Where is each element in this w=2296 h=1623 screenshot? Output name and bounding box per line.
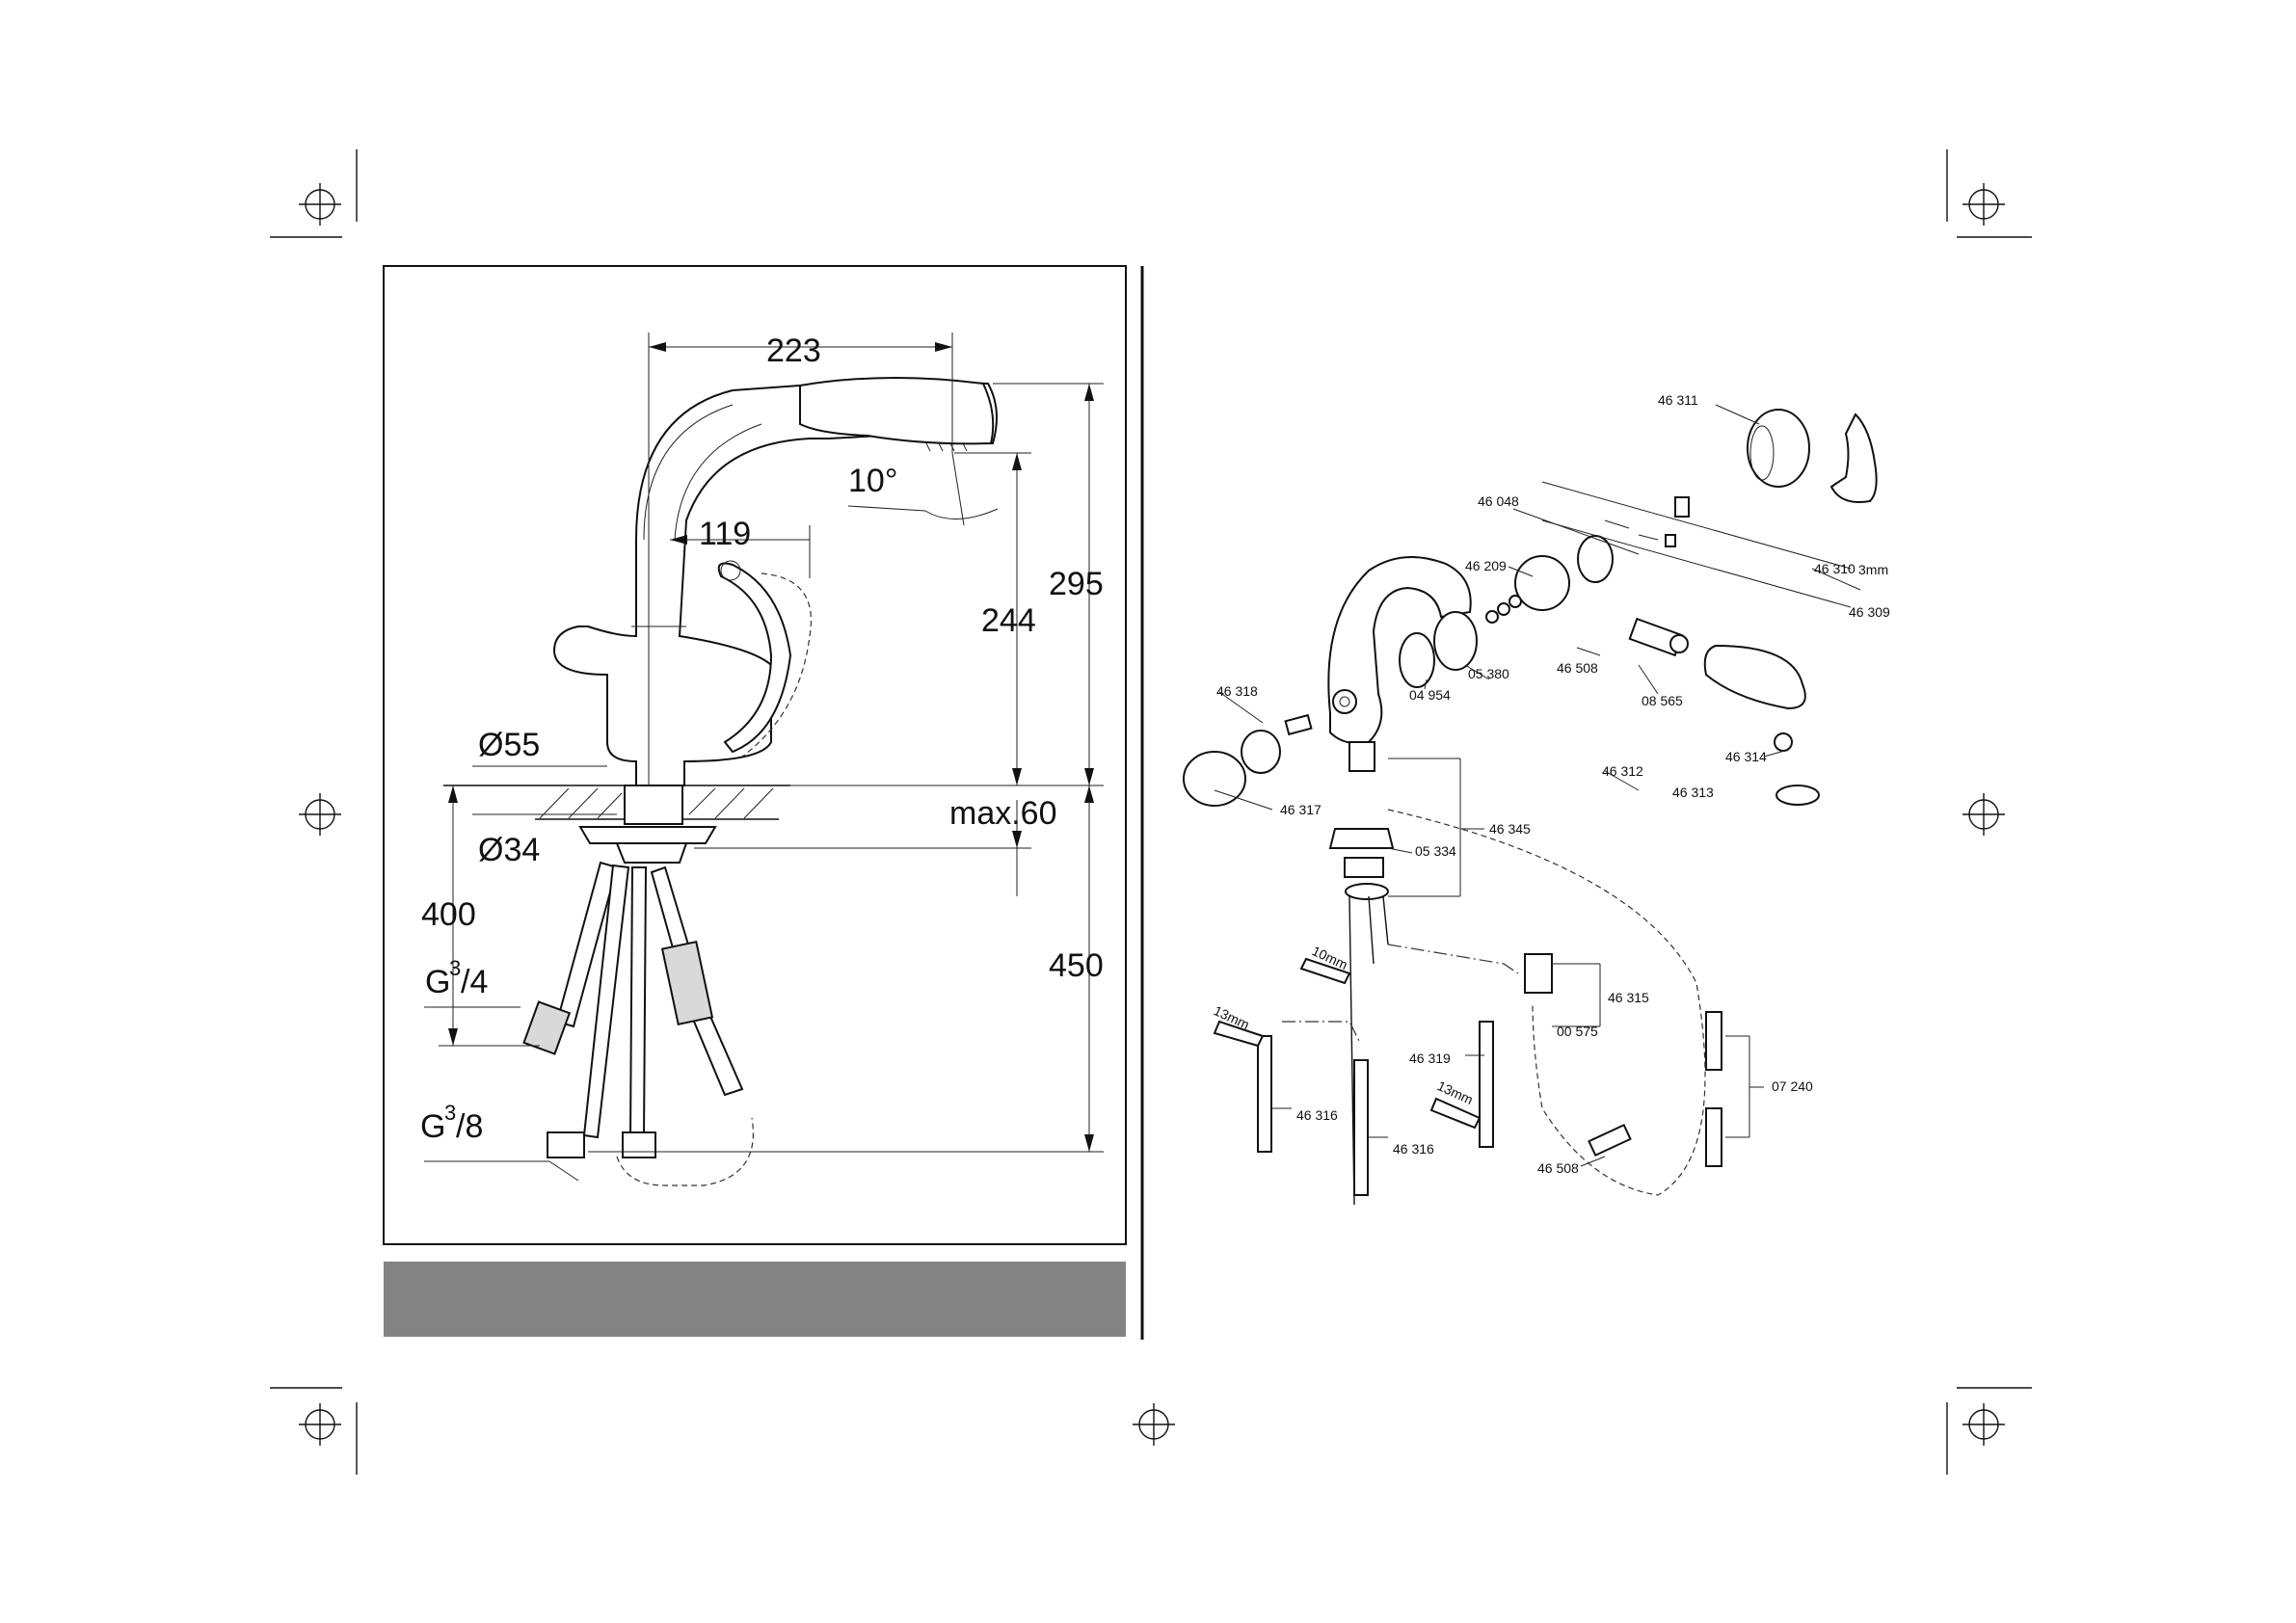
- dim-dia55-label: Ø55: [478, 727, 540, 763]
- part-46048: 46 048: [1478, 493, 1519, 509]
- exploded-hoses: [1258, 810, 1722, 1195]
- part-46311: 46 311: [1658, 392, 1698, 408]
- part-46314: 46 314: [1725, 749, 1767, 764]
- part-05380: 05 380: [1468, 666, 1509, 681]
- dim-119-label: 119: [699, 516, 751, 552]
- dim-244-label: 244: [981, 602, 1036, 639]
- dim-450-label: 450: [1049, 947, 1104, 984]
- dimension-drawing: 223 10° 119 295 244 Ø55 max.60 Ø34 400 4…: [420, 333, 1104, 1185]
- svg-text:3: 3: [449, 956, 461, 980]
- dim-295-label: 295: [1049, 566, 1104, 602]
- part-46508-top: 46 508: [1557, 660, 1598, 676]
- exploded-lever-parts: [1605, 410, 1877, 546]
- part-46345: 46 345: [1489, 821, 1531, 837]
- svg-text:/4: /4: [461, 964, 488, 1000]
- mounting-base: [580, 785, 715, 863]
- part-00575: 00 575: [1557, 1024, 1598, 1039]
- part-04954: 04 954: [1409, 687, 1451, 703]
- part-46209: 46 209: [1465, 558, 1507, 573]
- part-46313: 46 313: [1672, 785, 1714, 800]
- crop-mark-top-left: [270, 149, 357, 237]
- crosshair-bottom-center: [1133, 1403, 1175, 1446]
- exploded-leader-lines: [1215, 405, 1860, 1166]
- part-08565: 08 565: [1642, 693, 1683, 708]
- crop-mark-bottom-left: [270, 1388, 357, 1475]
- gray-info-band: [384, 1262, 1126, 1337]
- crop-mark-bottom-right: [1947, 1388, 2032, 1475]
- part-46309: 46 309: [1849, 604, 1890, 620]
- exploded-parts-view: 46 311 46 048 46 209 46 310 3mm 46 309 4…: [1184, 392, 1890, 1205]
- part-3mm: 3mm: [1858, 562, 1888, 577]
- part-46508-bottom: 46 508: [1537, 1160, 1579, 1176]
- part-05334: 05 334: [1415, 843, 1456, 859]
- part-07240: 07 240: [1772, 1078, 1813, 1094]
- thread-g34-label: G 3 /4: [425, 956, 488, 1000]
- part-46316-left: 46 316: [1296, 1107, 1338, 1123]
- thread-g38-label: G 3 /8: [420, 1101, 483, 1145]
- supply-hoses: [524, 863, 754, 1185]
- part-46316-right: 46 316: [1393, 1141, 1434, 1157]
- dim-dia34-label: Ø34: [478, 832, 540, 868]
- exploded-side-knob: [1184, 715, 1311, 806]
- exploded-wrenches: [1215, 959, 1480, 1128]
- part-46312: 46 312: [1602, 763, 1643, 779]
- exploded-spray-head: [1630, 619, 1819, 805]
- dim-10deg-label: 10°: [848, 463, 897, 499]
- part-46310: 46 310: [1814, 561, 1855, 576]
- crop-mark-top-right: [1947, 149, 2032, 237]
- part-46315: 46 315: [1608, 990, 1649, 1005]
- svg-text:3: 3: [444, 1101, 456, 1125]
- svg-text:G: G: [425, 964, 450, 1000]
- dim-400-label: 400: [421, 896, 476, 933]
- part-46319: 46 319: [1409, 1051, 1451, 1066]
- crosshair-left-middle: [299, 793, 341, 836]
- part-46318: 46 318: [1216, 683, 1258, 699]
- crosshair-right-middle: [1962, 793, 2005, 836]
- dim-max60-label: max.60: [949, 795, 1057, 832]
- dim-223-label: 223: [766, 333, 821, 369]
- part-46317: 46 317: [1280, 802, 1322, 817]
- svg-text:/8: /8: [456, 1108, 483, 1145]
- svg-text:G: G: [420, 1108, 445, 1145]
